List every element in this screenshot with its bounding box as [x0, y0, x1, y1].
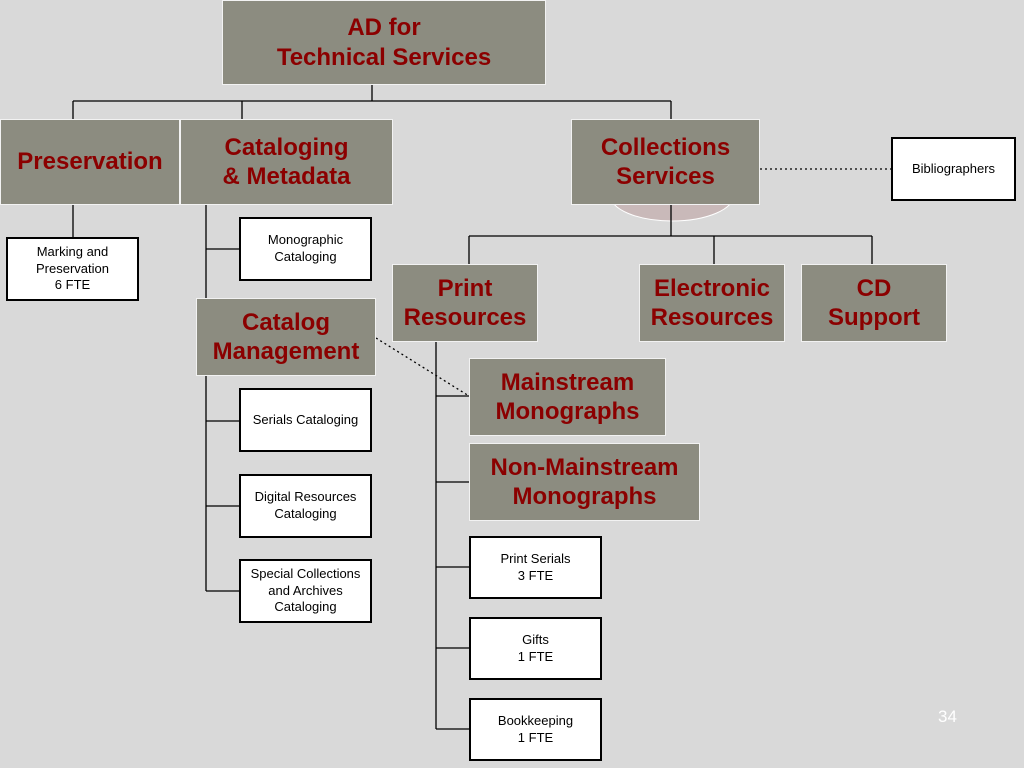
- gifts-box: Gifts 1 FTE: [469, 617, 602, 680]
- print-resources-box: Print Resources: [392, 264, 538, 342]
- collections-services-box: Collections Services: [571, 119, 760, 205]
- monographic-cataloging-box: Monographic Cataloging: [239, 217, 372, 281]
- slide-page-number: 34: [938, 707, 957, 726]
- digital-resources-cataloging-box: Digital Resources Cataloging: [239, 474, 372, 538]
- bookkeeping-box: Bookkeeping 1 FTE: [469, 698, 602, 761]
- cd-support-box: CD Support: [801, 264, 947, 342]
- cataloging-metadata-box: Cataloging & Metadata: [180, 119, 393, 205]
- preservation-box: Preservation: [0, 119, 180, 205]
- mainstream-monographs-box: Mainstream Monographs: [469, 358, 666, 436]
- electronic-resources-box: Electronic Resources: [639, 264, 785, 342]
- catalog-management-box: Catalog Management: [196, 298, 376, 376]
- dotted-line-catalogmgmt-mainstream: [375, 337, 470, 397]
- bibliographers-box: Bibliographers: [891, 137, 1016, 201]
- serials-cataloging-box: Serials Cataloging: [239, 388, 372, 452]
- special-collections-cataloging-box: Special Collections and Archives Catalog…: [239, 559, 372, 623]
- print-serials-box: Print Serials 3 FTE: [469, 536, 602, 599]
- marking-preservation-box: Marking and Preservation 6 FTE: [6, 237, 139, 301]
- ad-technical-services-box: AD for Technical Services: [222, 0, 546, 85]
- non-mainstream-monographs-box: Non-Mainstream Monographs: [469, 443, 700, 521]
